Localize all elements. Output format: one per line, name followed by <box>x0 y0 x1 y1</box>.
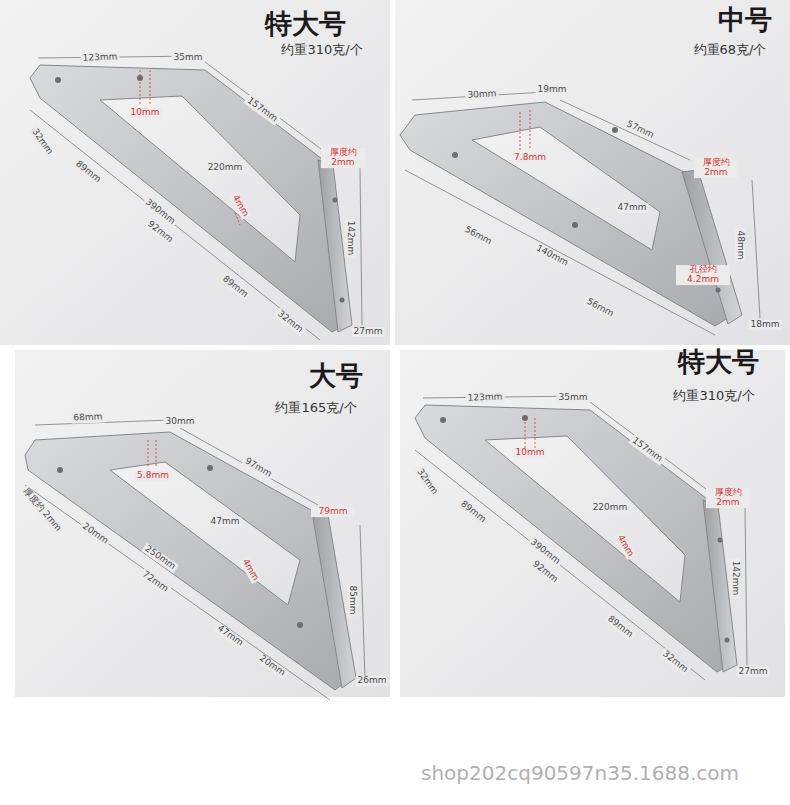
dimension-label: 47mm <box>616 203 649 213</box>
dimension-label: 85mm <box>347 584 357 617</box>
dimension-label: 123mm <box>80 52 119 63</box>
watermark: shop202cq90597n35.1688.com <box>419 762 741 784</box>
size-heading: 特大号 <box>263 9 348 39</box>
red-note: 5.8mm <box>135 471 171 481</box>
dimension-label: 35mm <box>172 53 205 63</box>
dimension-label: 27mm <box>737 667 770 677</box>
red-note: 7.8mm <box>512 153 548 163</box>
dimension-label: 30mm <box>164 417 197 427</box>
dimension-label: 27mm <box>352 327 385 337</box>
dimension-label: 19mm <box>536 85 569 95</box>
red-note: 79mm <box>311 507 355 517</box>
red-note: 孔径约 4.2mm <box>676 265 730 285</box>
red-note: 厚度约 2mm <box>706 488 750 508</box>
red-note: 10mm <box>514 448 547 458</box>
weight-note: 约重310克/个 <box>671 389 756 403</box>
dimension-label: 47mm <box>209 517 242 527</box>
dimension-label: 18mm <box>749 320 782 330</box>
red-note: 厚度约 2mm <box>694 158 738 178</box>
dimension-label: 68mm <box>71 412 104 423</box>
size-heading: 大号 <box>307 361 365 391</box>
dimension-label: 26mm <box>356 676 389 686</box>
dimension-label: 220mm <box>206 163 245 173</box>
dimension-label: 35mm <box>557 393 590 403</box>
dimension-label: 30mm <box>465 89 498 101</box>
dimension-label: 123mm <box>465 392 504 403</box>
dimension-label: 220mm <box>591 503 630 513</box>
size-heading: 特大号 <box>676 347 761 377</box>
red-note: 10mm <box>129 108 162 118</box>
dimension-label: 142mm <box>730 559 740 598</box>
size-heading: 中号 <box>716 5 774 35</box>
weight-note: 约重165克/个 <box>273 401 358 415</box>
dimension-label: 48mm <box>735 229 745 262</box>
dimension-label: 142mm <box>345 219 355 258</box>
red-note: 厚度约 2mm <box>321 148 365 168</box>
weight-note: 约重68克/个 <box>692 43 769 57</box>
weight-note: 约重310克/个 <box>279 43 364 57</box>
